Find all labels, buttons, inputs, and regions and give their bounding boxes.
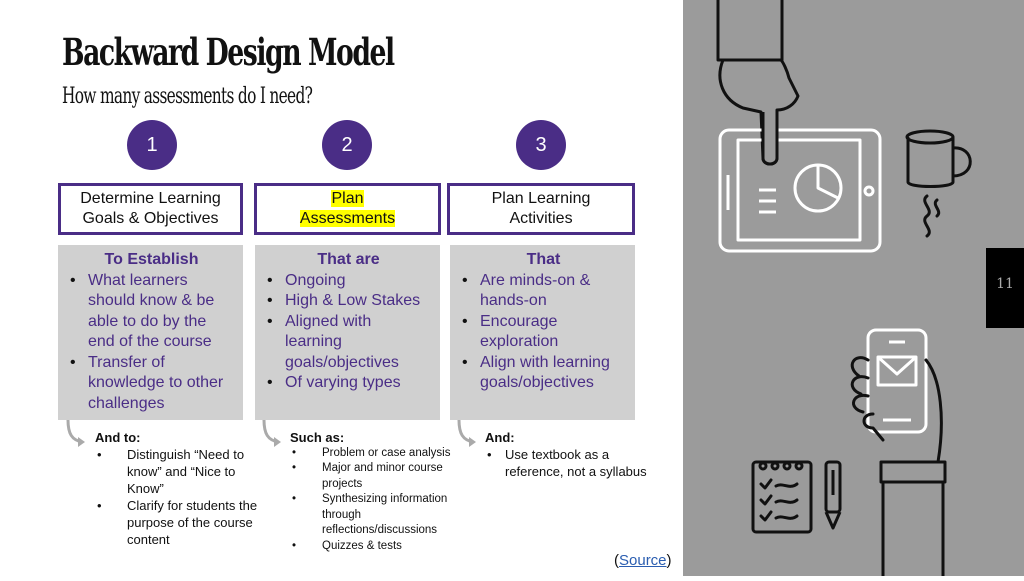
panel-activities: That Are minds-on & hands-on Encourage e…	[450, 245, 635, 420]
source-paren-open: (	[614, 552, 619, 569]
step-box-line: Goals & Objectives	[82, 210, 219, 227]
panel-list: Are minds-on & hands-on Encourage explor…	[460, 271, 627, 394]
coffee-mug-icon	[905, 129, 972, 238]
list-item: Synthesizing information through reflect…	[290, 492, 460, 539]
illustration-panel	[683, 0, 1024, 578]
list-item: Align with learning goals/objectives	[460, 353, 627, 394]
panel-heading: That	[526, 251, 561, 268]
note-list: Distinguish “Need to know” and “Nice to …	[95, 446, 265, 548]
curved-arrow-icon	[66, 419, 85, 447]
step-box-goals: Determine Learning Goals & Objectives	[58, 183, 243, 235]
note-heading: And to:	[95, 430, 141, 445]
list-item: Quizzes & tests	[290, 539, 460, 555]
step-box-line-highlighted: Plan	[331, 190, 364, 207]
panel-goals: To Establish What learners should know &…	[58, 245, 243, 420]
hand-outline-icon	[850, 356, 947, 578]
step-number-3: 3	[516, 120, 566, 170]
step-box-line-highlighted: Assessments	[299, 210, 396, 227]
list-item: Of varying types	[265, 373, 432, 394]
step-number-1: 1	[127, 120, 177, 170]
list-item: Aligned with learning goals/objectives	[265, 312, 432, 374]
note-heading: Such as:	[290, 430, 345, 445]
panel-list: What learners should know & be able to d…	[68, 271, 235, 415]
note-heading: And:	[485, 430, 515, 445]
panel-list: Ongoing High & Low Stakes Aligned with l…	[265, 271, 432, 394]
note-list: Use textbook as a reference, not a sylla…	[485, 446, 670, 480]
list-item: Use textbook as a reference, not a sylla…	[485, 446, 670, 480]
panel-heading: To Establish	[104, 251, 199, 268]
page-number: 11	[996, 276, 1014, 292]
notepad-checklist-icon	[751, 460, 813, 534]
note-activities: And: Use textbook as a reference, not a …	[485, 429, 670, 480]
curved-arrow-icon	[457, 419, 476, 447]
list-item: Encourage exploration	[460, 312, 627, 353]
list-item: Transfer of knowledge to other challenge…	[68, 353, 235, 415]
list-item: Major and minor course projects	[290, 461, 460, 492]
note-goals: And to: Distinguish “Need to know” and “…	[95, 429, 265, 548]
note-list: Problem or case analysis Major and minor…	[290, 446, 460, 555]
page-title: Backward Design Model	[62, 30, 395, 74]
hand-phone-icon	[866, 328, 928, 434]
tablet-chart-icon	[718, 128, 882, 253]
list-item: What learners should know & be able to d…	[68, 271, 235, 353]
note-assessments: Such as: Problem or case analysis Major …	[290, 430, 460, 554]
source-link[interactable]: Source	[619, 552, 667, 569]
list-item: Distinguish “Need to know” and “Nice to …	[95, 446, 265, 497]
list-item: Ongoing	[265, 271, 432, 292]
list-item: Are minds-on & hands-on	[460, 271, 627, 312]
finger-icon	[761, 110, 779, 166]
curved-arrow-icon	[262, 419, 281, 447]
list-item: Clarify for students the purpose of the …	[95, 497, 265, 548]
list-item: High & Low Stakes	[265, 291, 432, 312]
panel-heading: That are	[317, 251, 380, 268]
panel-assessments: That are Ongoing High & Low Stakes Align…	[255, 245, 440, 420]
pen-icon	[824, 460, 842, 530]
source-citation: (Source)	[614, 552, 672, 569]
page-subtitle: How many assessments do I need?	[62, 84, 313, 109]
step-box-assessments: Plan Assessments	[254, 183, 441, 235]
source-paren-close: )	[666, 552, 672, 569]
step-number-2: 2	[322, 120, 372, 170]
page-number-tab	[986, 248, 1024, 328]
step-box-line: Determine Learning	[80, 190, 221, 207]
list-item: Problem or case analysis	[290, 446, 460, 462]
step-box-activities: Plan Learning Activities	[447, 183, 635, 235]
step-box-line: Plan Learning	[491, 190, 591, 207]
step-box-line: Activities	[509, 210, 573, 227]
